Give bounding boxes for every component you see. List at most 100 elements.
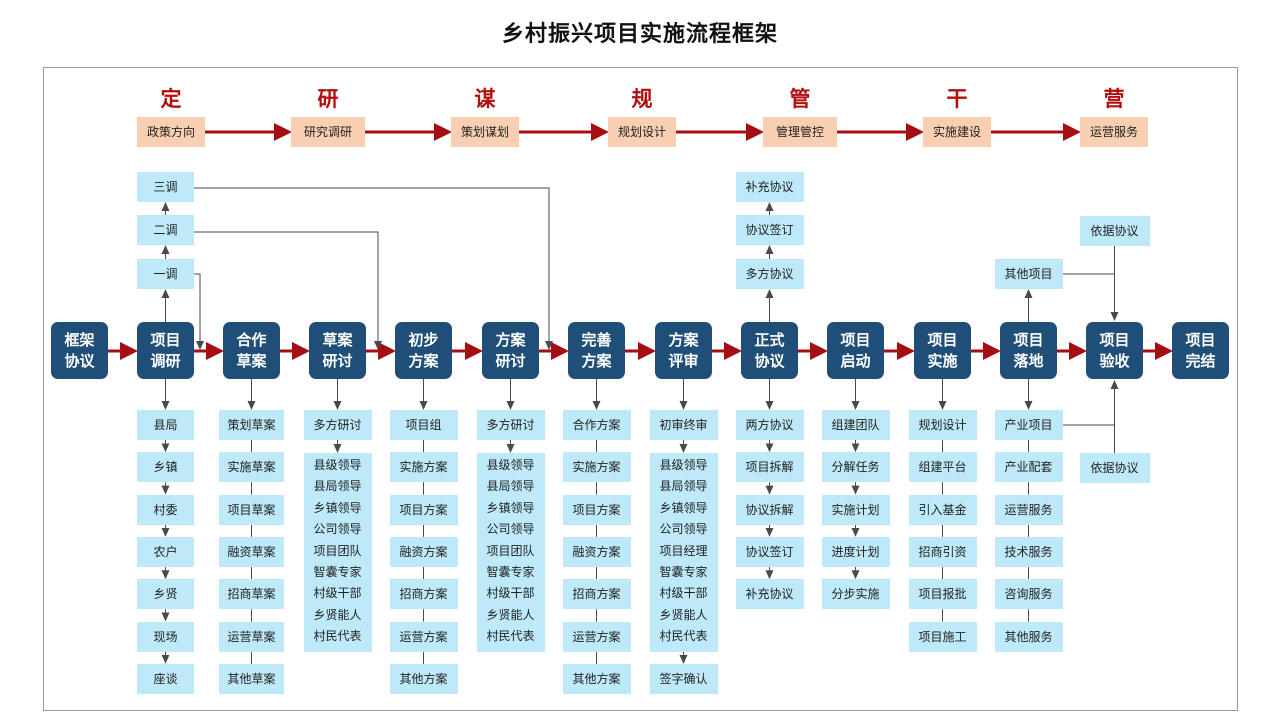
member-item: 公司领导 (659, 522, 708, 537)
discussion-head-box: 多方研讨 (476, 410, 545, 440)
stage-label: 项目 (150, 330, 181, 349)
improved-plan-box: 运营方案 (562, 621, 631, 652)
draft-item-box: 融资草案 (219, 536, 284, 567)
stage-label: 协议 (754, 351, 785, 370)
member-item: 县级领导 (313, 458, 362, 472)
participant-list: 县级领导县局领导乡镇领导公司领导项目团队智囊专家村级干部乡贤能人村民代表 (476, 453, 545, 652)
research-target-box: 乡镇 (137, 452, 194, 483)
phase-box: 研究调研 (291, 117, 365, 147)
member-item: 智囊专家 (486, 565, 535, 580)
initial-plan-box: 招商方案 (389, 579, 458, 610)
stage-label: 草案 (322, 330, 353, 349)
improved-plan-box: 合作方案 (562, 410, 631, 440)
landing-item-box: 技术服务 (994, 536, 1063, 567)
connector-elbow (193, 273, 204, 350)
page-title: 乡村振兴项目实施流程框架 (501, 22, 778, 47)
launch-step-box: 分解任务 (821, 452, 890, 483)
basis-agreement-box: 依据协议 (1079, 453, 1150, 483)
basis-agreement-box: 依据协议 (1079, 216, 1150, 246)
draft-item-box: 实施草案 (219, 452, 284, 483)
improved-plan-box: 项目方案 (562, 494, 631, 525)
stage-label: 合作 (236, 330, 267, 349)
launch-step-box: 分步实施 (821, 579, 890, 610)
stage-node: 方案研讨 (482, 322, 539, 379)
stage-label: 项目 (1185, 330, 1216, 349)
reviewer-list: 县级领导县局领导乡镇领导公司领导项目经理智囊专家村级干部乡贤能人村民代表 (649, 453, 718, 652)
stage-label: 初步 (408, 330, 439, 349)
improved-plan-box: 其他方案 (562, 663, 631, 694)
stage-node: 项目启动 (827, 322, 884, 379)
agreement-type-box: 协议签订 (735, 215, 804, 245)
stage-label: 方案 (581, 351, 612, 370)
research-target-box: 农户 (137, 536, 194, 567)
member-item: 智囊专家 (659, 565, 708, 580)
agreement-step-box: 协议拆解 (735, 494, 804, 525)
stage-label: 方案 (668, 330, 699, 349)
agreement-step-box: 项目拆解 (735, 452, 804, 483)
stage-node: 项目验收 (1086, 322, 1143, 379)
stage-label: 项目 (840, 330, 871, 349)
agreement-type-box: 补充协议 (735, 172, 804, 202)
stage-label: 协议 (64, 351, 95, 370)
member-item: 县局领导 (486, 479, 535, 494)
draft-item-box: 项目草案 (219, 494, 284, 525)
initial-plan-box: 融资方案 (389, 536, 458, 567)
member-item: 村级干部 (659, 586, 708, 601)
initial-plan-box: 其他方案 (389, 663, 458, 694)
stage-label: 项目 (1099, 330, 1130, 349)
initial-plan-box: 项目组 (389, 410, 458, 440)
phase-box: 实施建设 (923, 117, 991, 147)
research-target-box: 现场 (137, 621, 194, 652)
member-item: 乡镇领导 (313, 500, 362, 515)
member-item: 项目经理 (659, 543, 708, 558)
stage-label: 研讨 (322, 351, 353, 370)
initial-plan-box: 运营方案 (389, 621, 458, 652)
phase-char: 管 (789, 87, 811, 111)
member-item: 乡镇领导 (659, 500, 708, 515)
landing-item-box: 产业配套 (994, 452, 1063, 483)
research-target-box: 乡贤 (137, 579, 194, 610)
member-item: 县局领导 (313, 479, 362, 494)
stage-label: 完结 (1185, 351, 1216, 370)
implementation-box: 项目施工 (908, 621, 977, 652)
draft-item-box: 其他草案 (219, 663, 284, 694)
draft-item-box: 策划草案 (219, 410, 284, 440)
other-project-box: 其他项目 (994, 259, 1063, 289)
stage-label: 评审 (668, 351, 699, 370)
member-item: 县级领导 (486, 458, 535, 472)
member-item: 县级领导 (659, 458, 708, 472)
research-method-box: 二调 (137, 215, 194, 245)
phase-char: 干 (946, 87, 968, 111)
research-target-box: 座谈 (137, 663, 194, 694)
agreement-step-box: 两方协议 (735, 410, 804, 440)
draft-item-box: 运营草案 (219, 621, 284, 652)
initial-plan-box: 项目方案 (389, 494, 458, 525)
phase-box: 政策方向 (137, 117, 205, 147)
research-method-box: 一调 (137, 259, 194, 289)
phase-char: 规 (631, 87, 653, 111)
stage-label: 研讨 (495, 351, 526, 370)
member-item: 县局领导 (659, 479, 708, 494)
member-item: 村级干部 (486, 586, 535, 601)
stage-label: 实施 (927, 351, 958, 370)
connector-elbow (193, 187, 553, 350)
member-item: 乡贤能人 (486, 607, 535, 622)
stage-label: 正式 (754, 330, 785, 349)
main-flow-arrows (108, 123, 1173, 360)
phase-char: 定 (160, 87, 182, 111)
stage-label: 方案 (408, 351, 439, 370)
member-item: 村民代表 (486, 629, 535, 644)
launch-step-box: 组建团队 (821, 410, 890, 440)
stage-label: 落地 (1013, 351, 1044, 370)
stage-node: 草案研讨 (309, 322, 366, 379)
stage-label: 草案 (236, 351, 267, 370)
implementation-box: 引入基金 (908, 494, 977, 525)
member-item: 乡贤能人 (659, 607, 708, 622)
member-item: 项目团队 (313, 543, 362, 558)
research-target-box: 县局 (137, 410, 194, 440)
member-item: 项目团队 (486, 543, 535, 558)
initial-plan-box: 实施方案 (389, 452, 458, 483)
member-item: 公司领导 (486, 522, 535, 537)
landing-item-box: 咨询服务 (994, 579, 1063, 610)
stage-node: 初步方案 (395, 322, 452, 379)
